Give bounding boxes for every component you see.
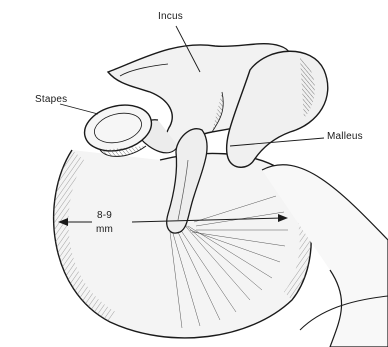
- measurement-value: 8-9: [96, 209, 113, 223]
- incus-label: Incus: [158, 12, 183, 22]
- malleus-label: Malleus: [327, 132, 363, 142]
- stapes: [80, 98, 157, 157]
- stapes-label: Stapes: [35, 95, 67, 105]
- stapes-leader: [60, 104, 98, 114]
- measurement-label: 8-9 mm: [96, 209, 113, 237]
- measurement-unit: mm: [96, 223, 113, 237]
